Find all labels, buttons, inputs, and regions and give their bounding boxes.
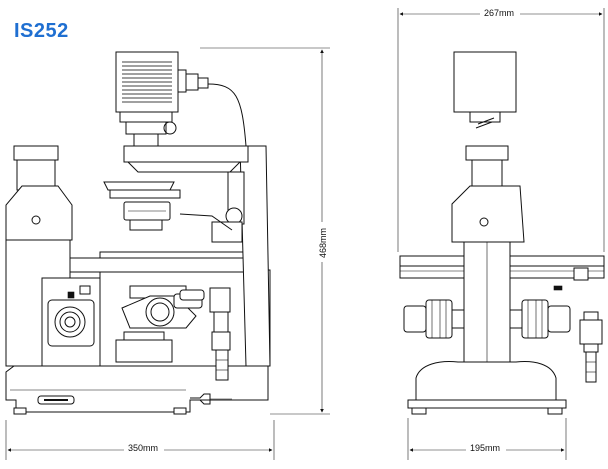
side-eyepiece-top	[13, 145, 59, 161]
side-pillar	[239, 145, 271, 367]
side-base	[5, 365, 269, 413]
dimension-350	[5, 420, 275, 460]
front-binocular-head	[451, 185, 525, 243]
model-title: IS252	[14, 20, 69, 42]
dimension-label-overall-width: 267mm	[484, 8, 514, 18]
side-view-microscope	[5, 51, 271, 415]
front-focus-knob-right	[509, 299, 571, 339]
side-arm	[123, 145, 249, 163]
dimension-label-front-width: 195mm	[470, 443, 500, 453]
side-stage	[69, 257, 267, 273]
side-binocular-head	[5, 185, 73, 241]
front-focus-knob-left	[403, 299, 465, 339]
front-base	[415, 361, 557, 401]
side-foot-right	[173, 407, 187, 415]
front-view-microscope	[399, 51, 605, 415]
dimension-195	[407, 418, 567, 460]
side-foot-left	[13, 407, 27, 415]
dimension-label-width: 350mm	[128, 443, 158, 453]
dimension-label-height: 468mm	[318, 228, 328, 258]
front-top-lamp	[453, 51, 517, 113]
